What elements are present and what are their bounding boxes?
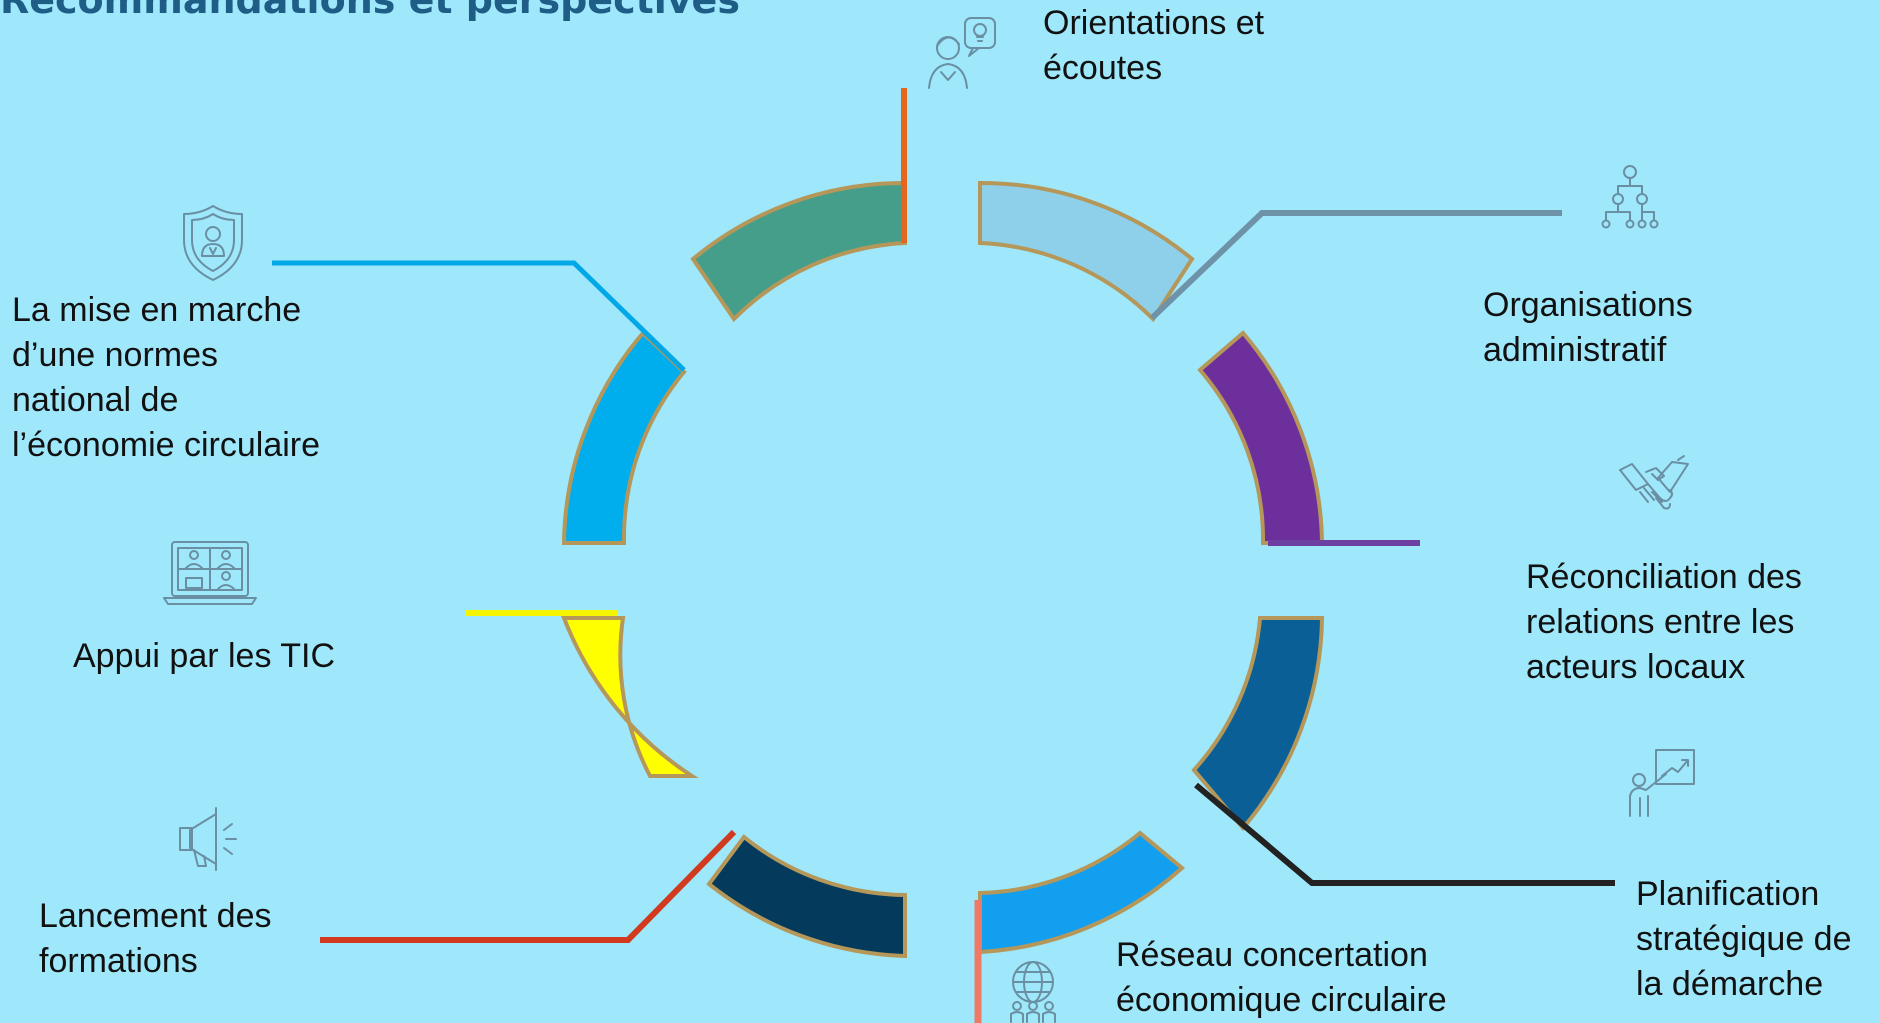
globe-network-icon xyxy=(1010,961,1056,1023)
person-lightbulb-icon xyxy=(928,17,996,89)
shield-person-icon xyxy=(183,205,243,281)
handshake-icon xyxy=(1619,455,1689,510)
connector-normes xyxy=(272,260,686,372)
org-chart-icon xyxy=(1601,165,1659,229)
megaphone-icon xyxy=(179,807,237,871)
segment-orientations xyxy=(690,180,907,323)
segment-organisations xyxy=(978,180,1195,323)
page-title: Recommandations et perspectives xyxy=(0,0,740,22)
video-conference-icon xyxy=(163,541,257,605)
segment-tic xyxy=(561,616,699,778)
connector-planification xyxy=(1194,782,1615,886)
segment-reconciliation xyxy=(1197,330,1325,545)
presentation-growth-icon xyxy=(1629,749,1695,817)
connector-organisations xyxy=(1149,210,1562,321)
connector-formations xyxy=(320,829,737,943)
segment-formations xyxy=(706,834,907,959)
segment-normes xyxy=(561,330,687,545)
label-tic: Appui par les TIC xyxy=(73,637,336,675)
